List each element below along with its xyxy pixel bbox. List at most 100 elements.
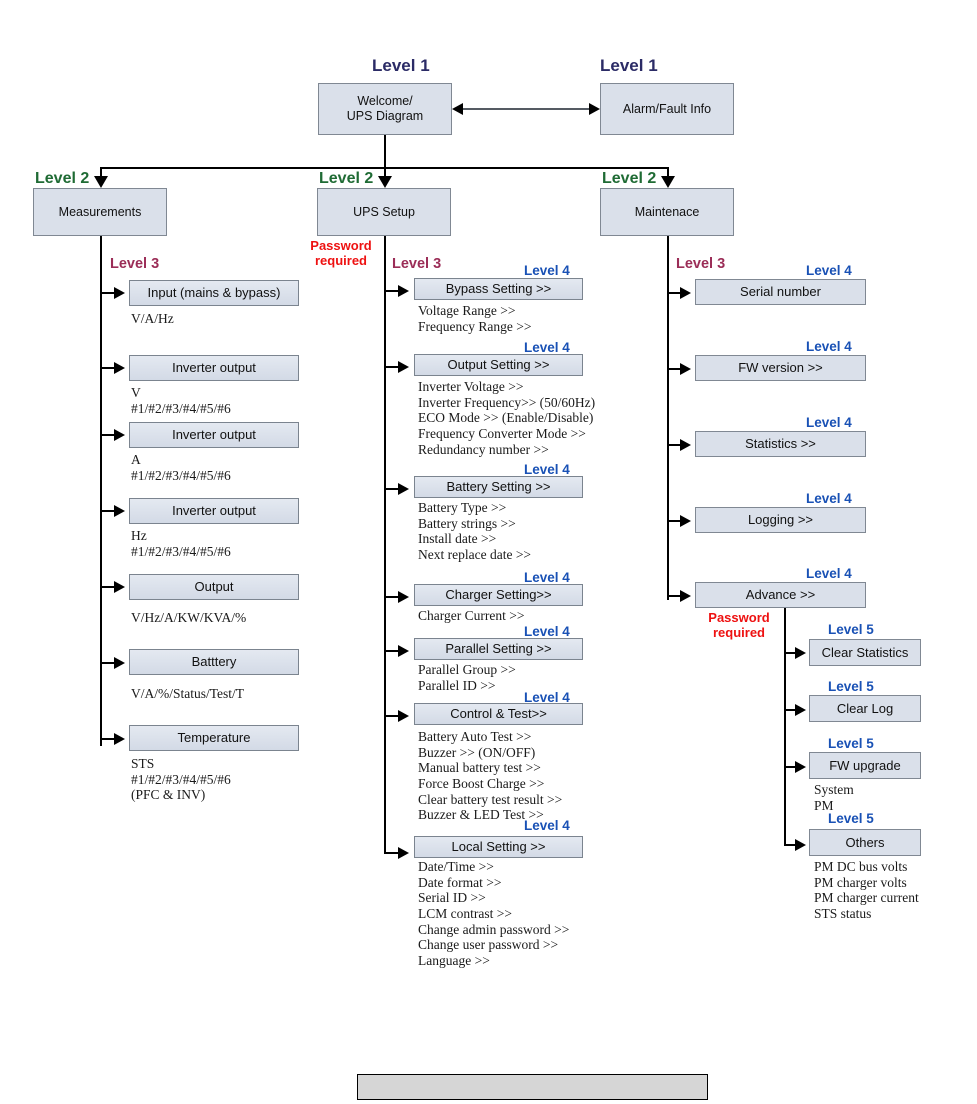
level4-label-fw-version: Level 4: [806, 339, 852, 354]
stub-measurements-4: [100, 510, 115, 512]
node-serial-number[interactable]: Serial number: [695, 279, 866, 305]
level4-label-output-setting: Level 4: [524, 340, 570, 355]
stub-ups-5: [384, 650, 399, 652]
level4-label-advance: Level 4: [806, 566, 852, 581]
stub-adv-2: [784, 709, 797, 711]
node-measurements-inverter-a[interactable]: Inverter output: [129, 422, 299, 448]
arrow-down-icon: [378, 176, 392, 188]
level4-label-local-setting: Level 4: [524, 818, 570, 833]
node-welcome-ups-diagram[interactable]: Welcome/ UPS Diagram: [318, 83, 452, 135]
arrow-down-icon: [661, 176, 675, 188]
node-measurements-output[interactable]: Output: [129, 574, 299, 600]
level4-label-control-test: Level 4: [524, 690, 570, 705]
level5-label-clear-statistics: Level 5: [828, 622, 874, 637]
details-battery-setting: Battery Type >> Battery strings >> Insta…: [418, 500, 532, 562]
stub-ups-3: [384, 488, 399, 490]
spine-maintenance: [667, 236, 669, 600]
stub-ups-4: [384, 596, 399, 598]
node-local-setting[interactable]: Local Setting >>: [414, 836, 583, 858]
stub-adv-1: [784, 652, 797, 654]
drop-maintenance: [667, 167, 669, 183]
arrow-right-icon: [680, 515, 691, 527]
level4-label-battery-setting: Level 4: [524, 462, 570, 477]
node-measurements-inverter-v[interactable]: Inverter output: [129, 355, 299, 381]
details-measurements-temperature: STS #1/#2/#3/#4/#5/#6 (PFC & INV): [131, 756, 231, 803]
node-charger-setting[interactable]: Charger Setting>>: [414, 584, 583, 606]
stub-measurements-7: [100, 738, 115, 740]
level2-label-ups-setup: Level 2: [319, 170, 374, 187]
node-statistics[interactable]: Statistics >>: [695, 431, 866, 457]
node-clear-log[interactable]: Clear Log: [809, 695, 921, 722]
trunk-welcome-down: [384, 135, 386, 169]
node-fw-upgrade[interactable]: FW upgrade: [809, 752, 921, 779]
details-measurements-input: V/A/Hz: [131, 311, 174, 326]
arrow-right-icon: [398, 710, 409, 722]
level4-label-bypass: Level 4: [524, 263, 570, 278]
node-output-setting[interactable]: Output Setting >>: [414, 354, 583, 376]
node-alarm-fault-info[interactable]: Alarm/Fault Info: [600, 83, 734, 135]
stub-ups-7: [384, 852, 399, 854]
details-others: PM DC bus volts PM charger volts PM char…: [814, 859, 919, 921]
stub-measurements-6: [100, 662, 115, 664]
arrow-right-icon: [680, 439, 691, 451]
arrow-right-icon: [398, 361, 409, 373]
level1-label-welcome: Level 1: [372, 56, 430, 75]
stub-measurements-1: [100, 292, 115, 294]
node-control-test[interactable]: Control & Test>>: [414, 703, 583, 725]
arrow-left-icon: [452, 103, 463, 115]
spine-ups-setup: [384, 236, 386, 854]
details-measurements-inverter-a: A #1/#2/#3/#4/#5/#6: [131, 452, 231, 483]
level1-label-alarm: Level 1: [600, 56, 658, 75]
arrow-right-icon: [114, 657, 125, 669]
drop-ups-setup: [384, 167, 386, 183]
level2-label-measurements: Level 2: [35, 170, 90, 187]
node-advance[interactable]: Advance >>: [695, 582, 866, 608]
stub-maint-4: [667, 520, 681, 522]
details-control-test: Battery Auto Test >> Buzzer >> (ON/OFF) …: [418, 729, 563, 823]
stub-ups-2: [384, 366, 399, 368]
level4-label-parallel-setting: Level 4: [524, 624, 570, 639]
arrow-down-icon: [94, 176, 108, 188]
arrow-right-icon: [398, 645, 409, 657]
node-logging[interactable]: Logging >>: [695, 507, 866, 533]
stub-measurements-3: [100, 434, 115, 436]
stub-ups-6: [384, 715, 399, 717]
stub-measurements-5: [100, 586, 115, 588]
arrow-right-icon: [398, 591, 409, 603]
node-measurements-battery[interactable]: Batttery: [129, 649, 299, 675]
node-measurements-temperature[interactable]: Temperature: [129, 725, 299, 751]
arrow-right-icon: [398, 285, 409, 297]
details-bypass-setting: Voltage Range >> Frequency Range >>: [418, 303, 532, 334]
node-parallel-setting[interactable]: Parallel Setting >>: [414, 638, 583, 660]
arrow-right-icon: [680, 287, 691, 299]
node-fw-version[interactable]: FW version >>: [695, 355, 866, 381]
level3-label-measurements: Level 3: [110, 256, 160, 272]
level4-label-statistics: Level 4: [806, 415, 852, 430]
arrow-right-icon: [795, 761, 806, 773]
level5-label-others: Level 5: [828, 811, 874, 826]
node-measurements-inverter-hz[interactable]: Inverter output: [129, 498, 299, 524]
node-others[interactable]: Others: [809, 829, 921, 856]
node-bypass-setting[interactable]: Bypass Setting >>: [414, 278, 583, 300]
details-measurements-inverter-v: V #1/#2/#3/#4/#5/#6: [131, 385, 231, 416]
node-ups-setup[interactable]: UPS Setup: [317, 188, 451, 236]
spine-advance: [784, 608, 786, 846]
details-fw-upgrade: System PM: [814, 782, 854, 813]
arrow-right-icon: [795, 647, 806, 659]
stub-adv-4: [784, 844, 797, 846]
arrow-right-icon: [680, 590, 691, 602]
arrow-right-icon: [589, 103, 600, 115]
spine-measurements: [100, 236, 102, 746]
node-clear-statistics[interactable]: Clear Statistics: [809, 639, 921, 666]
arrow-right-icon: [114, 733, 125, 745]
arrow-right-icon: [114, 581, 125, 593]
node-measurements[interactable]: Measurements: [33, 188, 167, 236]
details-parallel-setting: Parallel Group >> Parallel ID >>: [418, 662, 516, 693]
arrow-right-icon: [114, 505, 125, 517]
node-measurements-input[interactable]: Input (mains & bypass): [129, 280, 299, 306]
stub-maint-1: [667, 292, 681, 294]
node-battery-setting[interactable]: Battery Setting >>: [414, 476, 583, 498]
stub-maint-2: [667, 368, 681, 370]
node-maintenance[interactable]: Maintenace: [600, 188, 734, 236]
